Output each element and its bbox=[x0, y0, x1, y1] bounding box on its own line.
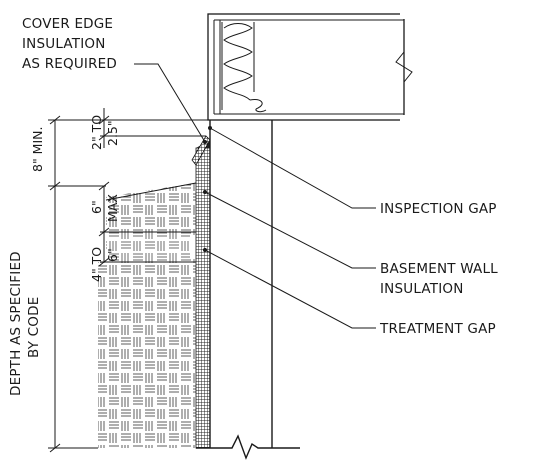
dim-6-max-line1: 6" bbox=[89, 200, 104, 214]
dimension-lines bbox=[48, 108, 200, 453]
leader-lines bbox=[134, 63, 376, 329]
basement-wall-label-line2: INSULATION bbox=[380, 281, 464, 297]
soil-fill bbox=[98, 182, 206, 448]
dim-4-to-line2: 6" bbox=[105, 248, 120, 262]
fiberglass-insulation-batt bbox=[221, 22, 267, 113]
dim-depth-line1: DEPTH AS SPECIFIED bbox=[8, 251, 24, 396]
cover-edge-label-line3: AS REQUIRED bbox=[22, 56, 117, 72]
dim-2-to-line2: 2.5" bbox=[105, 120, 120, 146]
cover-edge-label-line2: INSULATION bbox=[22, 36, 106, 52]
cover-edge-label-line1: COVER EDGE bbox=[22, 16, 113, 32]
foundation-wall bbox=[209, 119, 273, 448]
leader-dots bbox=[203, 126, 212, 252]
dim-8-min: 8" MIN. bbox=[30, 127, 45, 172]
inspection-gap-label: INSPECTION GAP bbox=[380, 201, 497, 217]
floor-framing bbox=[207, 13, 413, 121]
dim-2-to-line1: 2" TO bbox=[89, 115, 104, 150]
basement-wall-label-line1: BASEMENT WALL bbox=[380, 261, 498, 277]
treatment-gap-label: TREATMENT GAP bbox=[379, 321, 496, 337]
dim-depth-line2: BY CODE bbox=[26, 297, 42, 358]
ground-break-line bbox=[196, 434, 300, 460]
dim-6-max-line2: MAX bbox=[105, 194, 120, 222]
dim-4-to-line1: 4" TO bbox=[89, 247, 104, 282]
